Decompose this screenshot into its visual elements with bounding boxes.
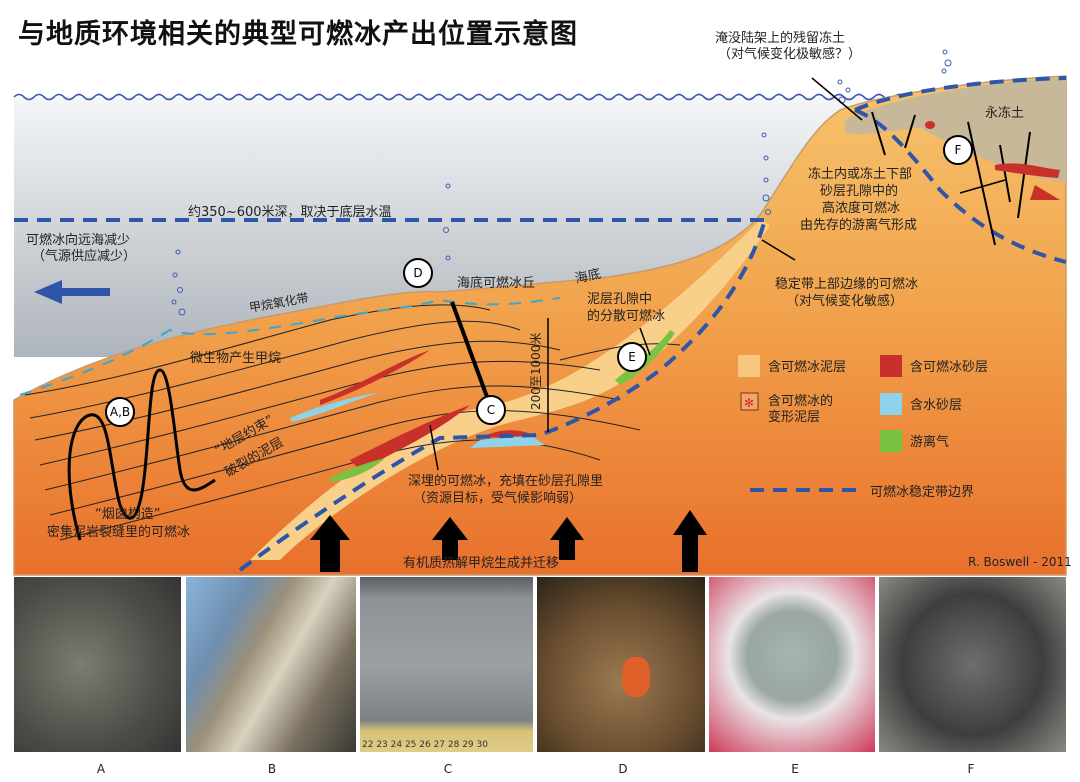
photo-label-c: C: [443, 762, 453, 776]
chimney-structure: [67, 368, 216, 541]
photo-label-a: A: [96, 762, 106, 776]
submerged-permafrost-sub: （对气候变化极敏感？）: [718, 46, 861, 62]
well-line: [450, 301, 492, 406]
marker-ab: A,B: [105, 397, 135, 427]
hydrate-sand-layer: [995, 163, 1060, 178]
stability-boundary: [14, 76, 1067, 572]
page-title: 与地质环境相关的典型可燃冰产出位置示意图: [18, 19, 578, 50]
legend-label-free-gas: 游离气: [910, 434, 949, 450]
svg-text:E: E: [628, 350, 636, 364]
microbial-methane-label: 微生物产生甲烷: [190, 351, 281, 366]
legend-label-sand: 含可燃冰砂层: [910, 359, 988, 375]
seafloor-label: 海底: [574, 266, 603, 287]
legend-label-mud: 含可燃冰泥层: [768, 359, 846, 375]
water-sand-layer: [470, 435, 545, 448]
legend-label-boundary: 可燃冰稳定带边界: [870, 484, 974, 500]
photo-c: 22 23 24 25 26 27 28 29 30: [360, 577, 533, 752]
water-sand-layer: [290, 392, 380, 422]
methane-oxidation-zone: [19, 297, 561, 396]
depth-line-label: 约350~600米深，取决于底层水温: [188, 204, 392, 220]
thickness-label: 200至1000米: [529, 333, 543, 410]
marker-c: C: [476, 395, 506, 425]
deep-buried-sub: （资源目标，受气候影响弱）: [413, 490, 582, 506]
hydrate-sand-layer: [320, 350, 430, 405]
svg-text:C: C: [487, 403, 495, 417]
in-permafrost-label-4: 由先存的游离气形成: [800, 217, 917, 233]
fracture-icon: ✻: [744, 396, 754, 410]
photo-ruler: 22 23 24 25 26 27 28 29 30: [362, 740, 488, 750]
gas-bubbles: [171, 49, 952, 316]
legend-label-deformed-1: 含可燃冰的: [768, 393, 833, 409]
legend-swatch-mud: [738, 355, 760, 377]
photo-e: [709, 577, 875, 752]
svg-text:A,B: A,B: [110, 405, 130, 419]
orange-hydrate: [622, 657, 650, 697]
legend-swatch-water-sand: [880, 393, 902, 415]
decrease-offshore-label: 可燃冰向远海减少: [26, 232, 130, 248]
sea-surface-wave: [13, 93, 925, 101]
photo-d: [537, 577, 705, 752]
legend-label-water-sand: 含水砂层: [910, 397, 962, 413]
chimney-sub: 密集泥岩裂缝里的可燃冰: [47, 524, 190, 540]
pointer-arrows: [429, 77, 1006, 471]
photo-a: [14, 577, 181, 752]
permafrost-label: 永冻土: [985, 105, 1024, 121]
decrease-offshore-sub: （气源供应减少）: [32, 248, 136, 264]
marker-e: E: [617, 342, 647, 372]
credit: R. Boswell - 2011: [968, 555, 1072, 569]
legend-swatch-sand: [880, 355, 902, 377]
free-gas: [330, 458, 385, 482]
seafloor-mound-label: 海底可燃冰丘: [457, 275, 535, 291]
legend: 含可燃冰泥层 含可燃冰砂层 ✻ 含可燃冰的 变形泥层 含水砂层 游离气 可燃冰稳…: [738, 355, 988, 500]
legend-swatch-deformed-mud: [740, 392, 759, 411]
photo-b: [186, 577, 356, 752]
in-permafrost-label-3: 高浓度可燃冰: [822, 200, 900, 216]
in-permafrost-label-2: 砂层孔隙中的: [820, 183, 898, 199]
photo-f: [879, 577, 1066, 752]
dispersed-mud-sub: 的分散可燃冰: [587, 308, 665, 324]
dispersed-mud-label: 泥层孔隙中: [587, 292, 652, 307]
photo-label-b: B: [267, 762, 277, 776]
marker-d: D: [403, 258, 433, 288]
marker-f: F: [943, 135, 973, 165]
photo-label-e: E: [791, 762, 799, 776]
chimney-label: “烟囱构造”: [95, 507, 160, 522]
upper-edge-sub: （对气候变化敏感）: [786, 293, 903, 309]
permafrost-zone: [845, 77, 1066, 182]
faults: [871, 111, 1031, 246]
photo-label-f: F: [967, 762, 975, 776]
hydrate-sand-layer: [1030, 185, 1060, 200]
svg-text:F: F: [955, 143, 962, 157]
hydrate-pocket: [925, 121, 935, 129]
upper-edge-label: 稳定带上部边缘的可燃冰: [775, 276, 918, 292]
hydrate-sand-layer: [350, 405, 470, 470]
legend-swatch-free-gas: [880, 430, 902, 452]
thermogenic-label: 有机质热解甲烷生成并迁移: [403, 556, 559, 571]
deep-buried-label: 深埋的可燃冰，充填在砂层孔隙里: [408, 473, 603, 489]
legend-label-deformed-2: 变形泥层: [768, 409, 820, 425]
sediment: [13, 75, 1067, 576]
submerged-permafrost-label: 淹没陆架上的残留冻土: [715, 30, 845, 46]
migration-arrows: [310, 510, 707, 572]
photo-label-d: D: [618, 762, 628, 776]
svg-text:D: D: [413, 266, 422, 280]
in-permafrost-label-1: 冻土内或冻土下部: [808, 166, 912, 182]
left-arrow: [34, 280, 110, 304]
